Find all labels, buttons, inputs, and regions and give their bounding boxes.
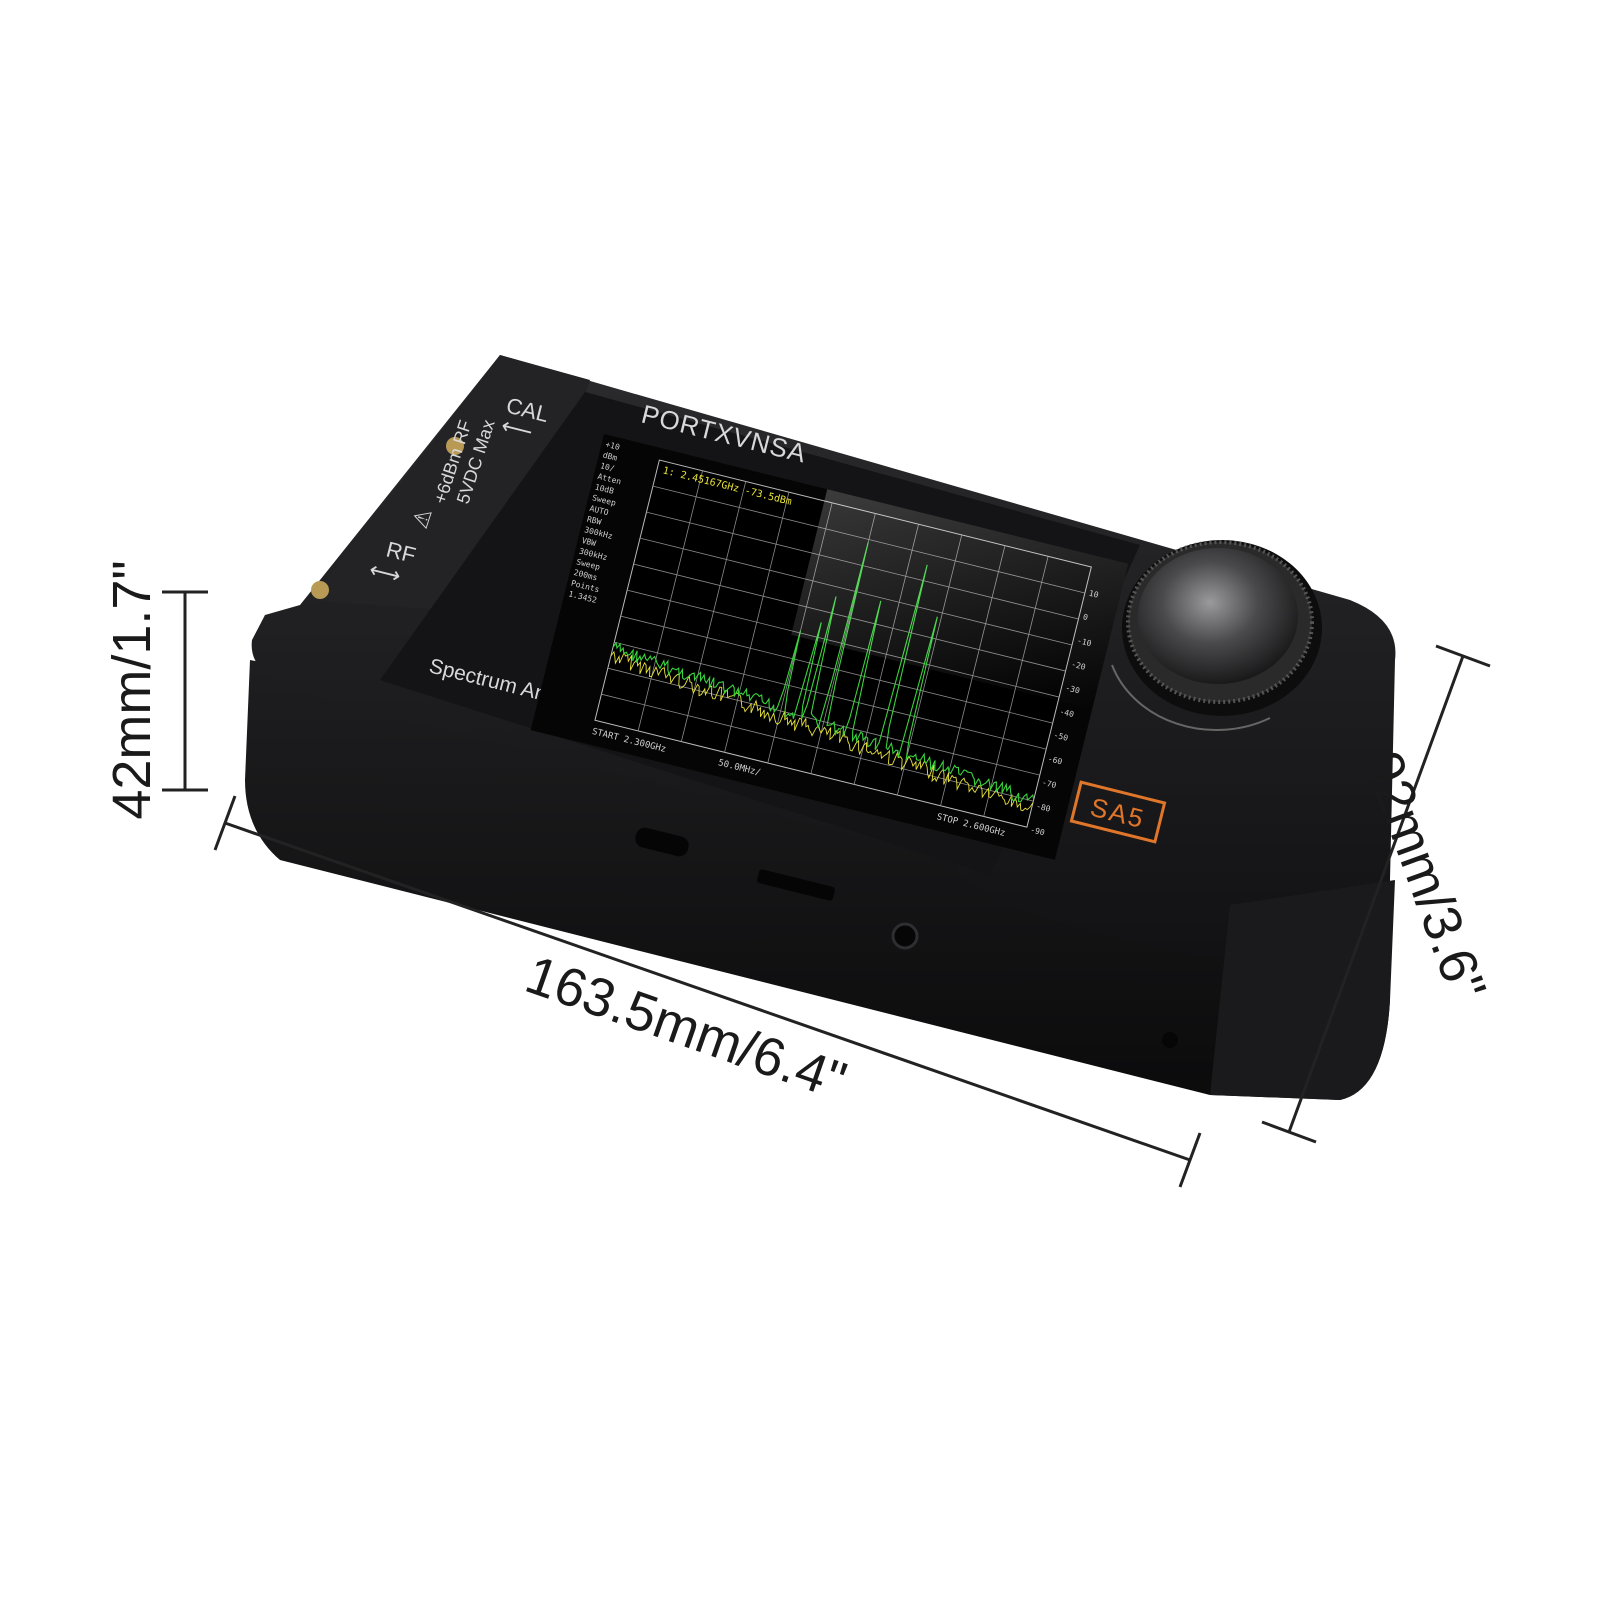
side-panel-text: +10 [605, 440, 621, 452]
encoder-knob[interactable] [1111, 540, 1322, 732]
screen-glare [791, 489, 1129, 710]
y-tick-label: -80 [1035, 802, 1051, 814]
y-tick-label: -90 [1029, 825, 1045, 837]
trace-yellow [610, 650, 1034, 812]
grid-line-h [601, 693, 1034, 802]
y-tick-label: -70 [1041, 778, 1057, 790]
height-label: 42mm/1.7" [102, 560, 162, 819]
sma-rf-connector [311, 581, 329, 599]
side-panel-text: dBm [602, 450, 618, 462]
dimension-length [213, 795, 1202, 1188]
grid-line-h [620, 615, 1053, 724]
usb-c-port [635, 827, 689, 857]
y-tick-label: -60 [1047, 754, 1063, 766]
side-hole [1162, 1032, 1178, 1048]
grid-line-h [614, 641, 1047, 750]
dimension-height [162, 590, 208, 792]
side-panel-text: RBW [586, 515, 602, 527]
audio-jack [891, 922, 919, 950]
y-tick-label: -40 [1059, 707, 1075, 719]
sd-card-slot [757, 869, 835, 901]
grid-line-h [607, 667, 1040, 776]
side-panel-text: VBW [581, 536, 597, 548]
dimension-width [1261, 644, 1491, 1144]
side-panel-text: 10/ [599, 461, 615, 473]
y-tick-label: -50 [1053, 731, 1069, 743]
sma-cal-connector [446, 437, 464, 455]
